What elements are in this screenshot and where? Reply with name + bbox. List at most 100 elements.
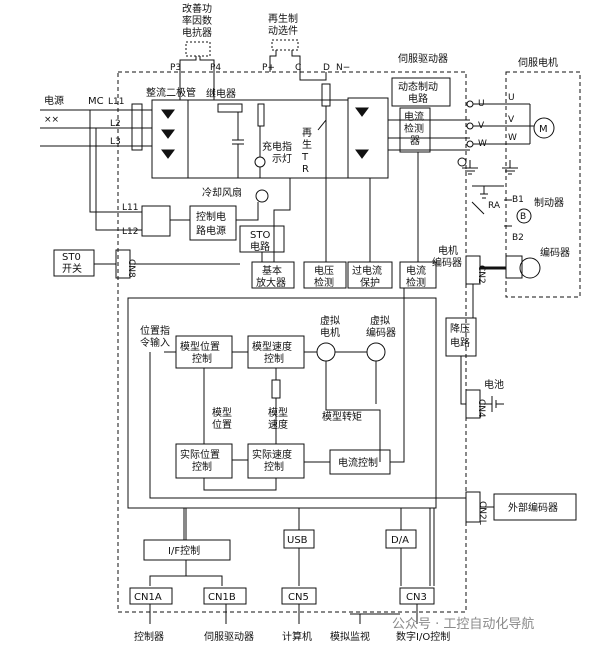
regen-tr-label-4: R [302, 164, 309, 175]
regen-option-box [271, 39, 299, 51]
control-rectifier [141, 205, 171, 237]
control-power-block [189, 205, 237, 241]
servo-motor-boundary [505, 71, 581, 298]
servo-driver-label: 伺服驱动器 [398, 52, 448, 65]
servo-driver-boundary [117, 71, 467, 613]
voltage-detect-block [303, 261, 347, 289]
current-detector-label-1: 电流 [404, 110, 424, 123]
regen-tr-label-2: 生 [302, 138, 312, 151]
connector-cn4-label: CN4 [476, 399, 486, 418]
external-encoder-label: 外部编码器 [508, 501, 558, 514]
charge-lamp-label-2: 示灯 [272, 153, 292, 165]
connector-cn8-label: CN8 [126, 259, 136, 278]
if-ctrl-block [143, 539, 231, 561]
pos-cmd-label-2: 令输入 [140, 336, 170, 349]
dynamic-brake-label-2: 电路 [408, 92, 428, 105]
usb-label: USB [287, 535, 308, 546]
regen-tr-label-3: T [301, 152, 309, 163]
rectifier-block [151, 99, 189, 179]
terminal-pplus: P+ [262, 63, 275, 73]
servo-driver-bottom-label: 伺服驱动器 [204, 630, 254, 643]
ra-label: RA [488, 201, 501, 211]
sto-switch-label-1: ST0 [62, 252, 81, 263]
voltage-detect-label-1: 电压 [314, 264, 334, 277]
actual-pos-ctrl-label-2: 控制 [192, 460, 212, 473]
current-detector-block [399, 107, 431, 153]
actual-speed-ctrl-label-2: 控制 [264, 460, 284, 473]
step-down-label-2: 电路 [450, 336, 470, 349]
motor-terminal-v: V [508, 115, 515, 125]
connector-cn1a-label: CN1A [134, 592, 162, 603]
relay-coil [217, 103, 243, 113]
sto-switch-block [53, 249, 95, 277]
connector-cn3-label: CN3 [406, 592, 427, 603]
model-speed-label-2: 速度 [268, 418, 288, 431]
regen-option-label-2: 动选件 [268, 24, 298, 37]
basic-amp-block [251, 261, 295, 289]
sto-circuit-label-2: 电路 [250, 240, 270, 253]
connector-cn2-label: CN2 [476, 265, 486, 284]
terminal-l11b: L11 [122, 203, 138, 213]
dynamic-brake-label-1: 动态制动 [398, 80, 438, 93]
connector-cn1b [203, 587, 247, 605]
terminal-l11: L11 [108, 97, 124, 107]
if-ctrl-label: I/F控制 [168, 544, 200, 557]
terminal-l12: L12 [122, 227, 138, 237]
dynamic-brake-block [391, 77, 451, 107]
power-factor-reactor-label-2: 率因数 [182, 14, 212, 27]
model-pos-ctrl-label-1: 模型位置 [180, 340, 220, 353]
connector-cn5-label: CN5 [288, 592, 309, 603]
current-detector-label-2: 检测 [404, 122, 424, 135]
sto-switch-label-2: 开关 [62, 262, 82, 275]
power-factor-reactor-label-1: 改善功 [182, 2, 212, 15]
charge-lamp-icon [254, 156, 266, 168]
pos-cmd-label-1: 位置指 [140, 324, 170, 337]
digital-io-label: 数字I/O控制 [396, 630, 450, 643]
charge-lamp-label-1: 充电指 [262, 140, 292, 153]
terminal-p3: P3 [170, 63, 181, 73]
terminal-l3: L3 [110, 137, 121, 147]
virtual-motor-icon [316, 342, 336, 362]
computer-label: 计算机 [282, 630, 312, 643]
virtual-motor-label-1: 虚拟 [320, 314, 340, 327]
model-pos-label-2: 位置 [212, 418, 232, 431]
reactor-box [185, 41, 211, 57]
terminal-c: C [295, 63, 301, 73]
terminal-b2: B2 [512, 233, 524, 243]
virtual-encoder-icon [366, 342, 386, 362]
brake-label: 制动器 [534, 196, 564, 209]
terminal-p4: P4 [210, 63, 221, 73]
sto-circuit-label-1: STO [250, 230, 270, 241]
actual-speed-ctrl-label-1: 实际速度 [252, 448, 292, 461]
terminal-nminus: N− [336, 63, 350, 73]
mc-label: MC [88, 96, 104, 107]
model-pos-ctrl-label-2: 控制 [192, 352, 212, 365]
model-speed-ctrl-label-1: 模型速度 [252, 340, 292, 353]
watermark-text: 公众号 · 工控自动化导航 [392, 616, 534, 632]
motor-terminal-w: W [508, 133, 517, 143]
connector-cn1b-label: CN1B [208, 592, 236, 603]
step-down-label-1: 降压 [450, 322, 470, 335]
model-torque-label: 模型转矩 [322, 410, 362, 423]
connector-cn2l-label: CN2L [477, 501, 487, 525]
current-detect-label-1: 电流 [406, 264, 426, 277]
encoder-label: 编码器 [540, 246, 570, 259]
motor-m-label: M [539, 124, 548, 135]
current-detect-label-2: 检测 [406, 276, 426, 289]
regen-tr-label-1: 再 [302, 127, 312, 139]
control-section [127, 297, 437, 509]
power-factor-reactor-label-3: 电抗器 [182, 26, 212, 39]
motor-encoder-label-1: 电机 [438, 244, 458, 257]
rectifier-label: 整流二极管 [146, 86, 196, 99]
terminal-l2: L2 [110, 119, 121, 129]
relay-label: 继电器 [206, 87, 236, 100]
analog-monitor-label: 模拟监视 [330, 630, 370, 643]
control-power-label-2: 路电源 [196, 224, 226, 237]
actual-pos-ctrl-label-1: 实际位置 [180, 448, 220, 461]
model-pos-label-1: 模型 [212, 406, 232, 419]
inverter-block [347, 97, 389, 179]
motor-encoder-label-2: 编码器 [432, 256, 462, 269]
motor-terminal-u: U [508, 93, 515, 103]
overcurrent-label-1: 过电流 [352, 264, 382, 277]
